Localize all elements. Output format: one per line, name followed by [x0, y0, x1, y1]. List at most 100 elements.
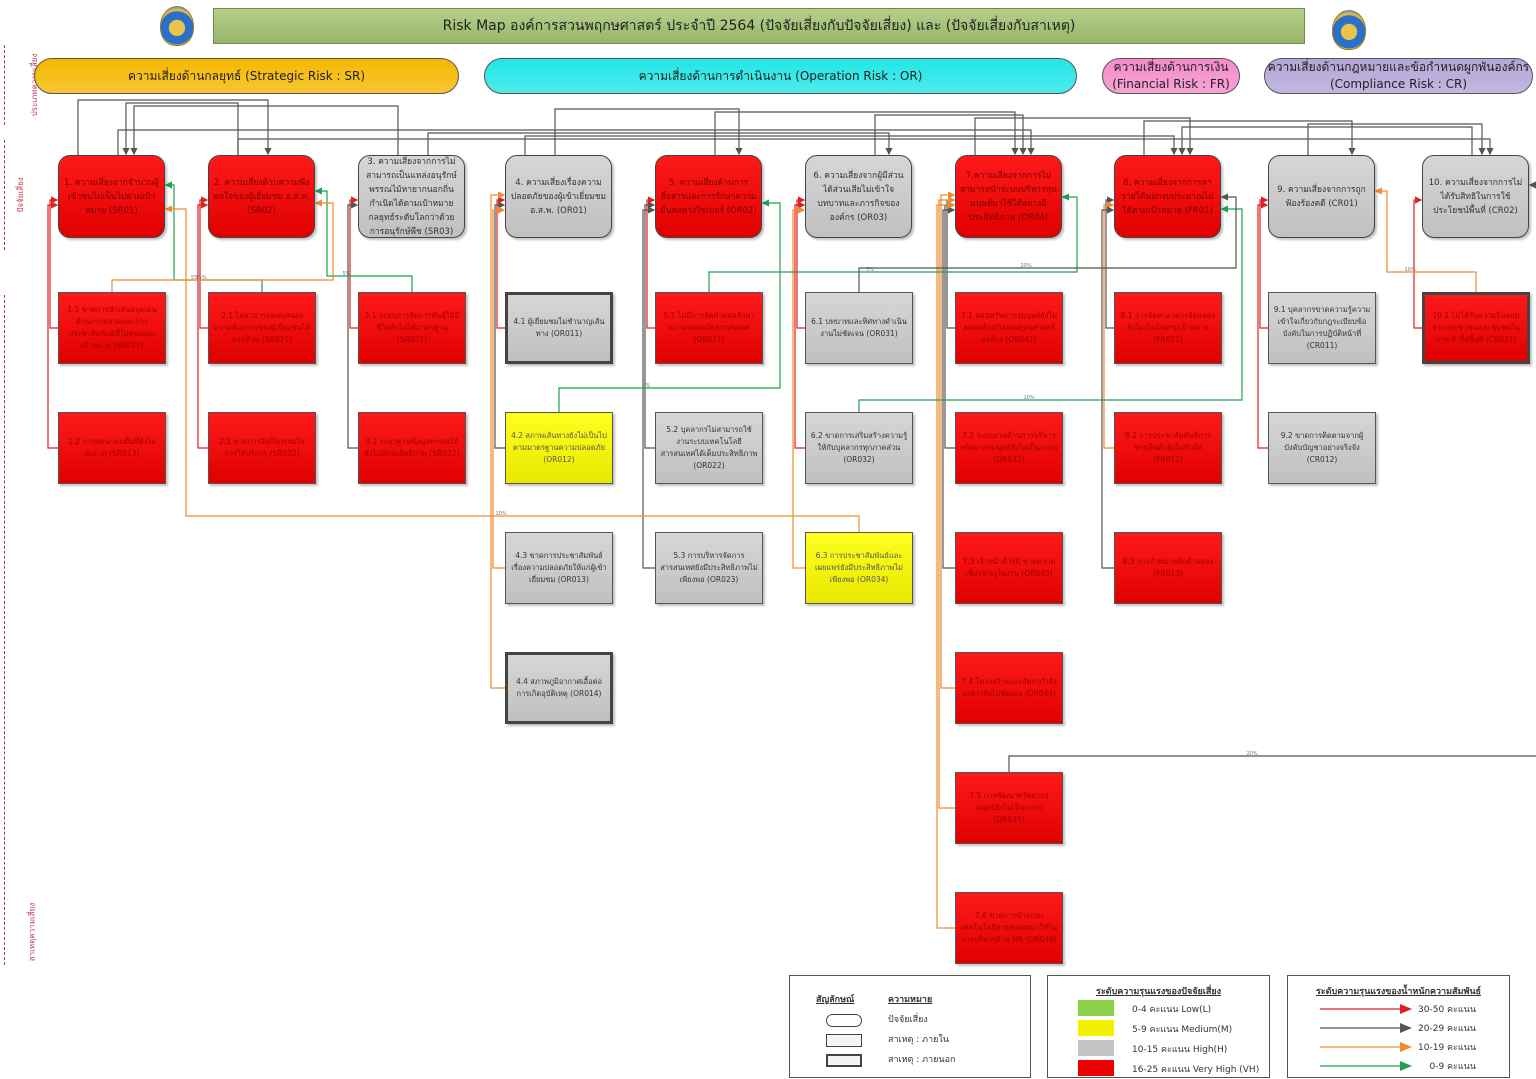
organization-logo-left [160, 6, 194, 46]
risk-cause-or013[interactable]: 4.3 ขาดการประชาสัมพันธ์เรื่องความปลอดภัย… [505, 532, 613, 604]
legend-weight-title: ระดับความรุนแรงของน้ำหนักความสัมพันธ์ [1315, 987, 1482, 997]
cause-link-cr012 [1257, 201, 1269, 449]
factor-link [874, 114, 1027, 156]
risk-cause-sr021[interactable]: 2.1 ไม่สามารถตอบสนองความต้องการของผู้เยี… [208, 292, 316, 364]
risk-cause-cr021[interactable]: 10.1 ไม่ได้รับความยินยอมจากประชาชนและชุม… [1422, 292, 1530, 364]
risk-cause-or011[interactable]: 4.1 ผู้เยี่ยมชมไม่ชำนาญเส้นทาง (OR011) [505, 292, 613, 364]
risk-cause-sr022[interactable]: 2.2 ขาดการจัดกิจกรรมในการให้บริการ (SR02… [208, 412, 316, 484]
risk-cause-or043[interactable]: 7.3 เจ้าหน้าที่ HR ขาดความเชี่ยวชาญในงาน… [955, 532, 1063, 604]
legend-symbols: สัญลักษณ์ ความหมาย ปัจจัยเสี่ยง สาเหตุ :… [789, 975, 1031, 1078]
risk-factor-fr01[interactable]: 8. ความเสี่ยงจากการหารายได้นอกงบประมาณไม… [1114, 155, 1221, 238]
cause-link-or012 [494, 201, 506, 449]
cause-link-or013 [492, 206, 506, 569]
severity-label: 16-25 คะแนน Very High (VH) [1132, 1065, 1260, 1075]
cross-link-sr011 [111, 199, 334, 292]
link-weight-label: 20% [1247, 751, 1258, 757]
category-label: ความเสี่ยงด้านการเงิน [1113, 60, 1229, 74]
cause-link-sr011 [49, 196, 59, 329]
risk-cause-or012[interactable]: 4.2 สภาพเส้นทางยังไม่เป็นไปตามมาตรฐานควา… [505, 412, 613, 484]
cause-link-fr013 [1101, 206, 1115, 569]
link-weight-label: 5% [191, 275, 199, 281]
link-weight-label: 5% [643, 383, 651, 389]
cause-link-or041 [946, 196, 956, 329]
legend-weight: ระดับความรุนแรงของน้ำหนักความสัมพันธ์ 30… [1287, 975, 1510, 1078]
category-label: ความเสี่ยงด้านการดำเนินงาน (Operation Ri… [638, 68, 923, 83]
factor-link [77, 99, 272, 156]
risk-cause-or044[interactable]: 7.4 โครงสร้างและอัตรากำลังองค์กรยังไม่ชั… [955, 652, 1063, 724]
cause-link-or034 [792, 206, 806, 569]
risk-factor-cr01[interactable]: 9. ความเสี่ยงจากการถูกฟ้องร้องคดี (CR01) [1268, 155, 1375, 238]
cause-link-or011 [496, 196, 506, 329]
side-label-risk-type: ประเภทความเสี่ยง [4, 45, 41, 125]
factor-link [1178, 126, 1473, 156]
cause-link-or014 [490, 191, 506, 689]
cause-link-or046 [936, 201, 956, 929]
risk-cause-or034[interactable]: 6.3 การประชาสัมพันธ์และเผยแพร่ยังมีประสิ… [805, 532, 913, 604]
risk-factor-or03[interactable]: 6. ความเสี่ยงจากผู้มีส่วนได้ส่วนเสียไม่เ… [805, 155, 912, 238]
risk-cause-sr032[interactable]: 3.2 ระบบฐานข้อมูลพรรณไม้ยังไม่มีประสิทธิ… [358, 412, 466, 484]
link-weight-label: 10% [1024, 395, 1035, 401]
cause-link-cr021 [1413, 196, 1423, 329]
risk-cause-cr012[interactable]: 9.2 ขาดการติดตามจากผู้บังคับบัญชาอย่างจร… [1268, 412, 1376, 484]
side-label-text: สาเหตุความเสี่ยง [25, 902, 39, 961]
cause-link-fr011 [1105, 196, 1115, 329]
risk-factor-sr02[interactable]: 2. ความเสี่ยงด้านความพึงพอใจของผู้เยี่ยม… [208, 155, 315, 238]
risk-cause-or041[interactable]: 7.1 แผนทรัพยากรมนุษย์ยังไม่สอดคล้องกับแผ… [955, 292, 1063, 364]
side-label-risk-cause: สาเหตุความเสี่ยง [4, 295, 39, 965]
cause-link-cr011 [1259, 196, 1269, 329]
cross-link-or031 [858, 193, 1237, 292]
risk-cause-fr012[interactable]: 8.2 การประชาสัมพันธ์การขายสินค้ายังไม่ทั… [1114, 412, 1222, 484]
cross-link-or032 [858, 205, 1243, 412]
risk-factor-sr03[interactable]: 3. ความเสี่ยงจากการไม่สามารถเป็นแหล่งอนุ… [358, 155, 465, 238]
risk-cause-or022[interactable]: 5.2 บุคลากรไม่สามารถใช้งานระบบเทคโนโลยีส… [655, 412, 763, 484]
risk-cause-sr031[interactable]: 3.1 ระบบการจัดการพันธุ์ไม้มีชีวิตยังไม่ไ… [358, 292, 466, 364]
risk-cause-or032[interactable]: 6.2 ขาดการเสริมสร้างความรู้ให้กับบุคลากร… [805, 412, 913, 484]
cross-link-or012 [558, 199, 781, 412]
risk-cause-cr011[interactable]: 9.1 บุคลากรขาดความรู้ความเข้าใจเกี่ยวกับ… [1268, 292, 1376, 364]
link-weight-label: 20% [1021, 263, 1032, 269]
risk-factor-sr01[interactable]: 1. ความเสี่ยงจากจำนวนผู้เข้าชมไม่เป็นไปต… [58, 155, 165, 238]
legend-meaning-header: ความหมาย [888, 995, 933, 1005]
risk-cause-sr011[interactable]: 1.1 ขาดการนำเสนอจุดเด่นด้านการตลาดและการ… [58, 292, 166, 364]
weight-label: 30-50 คะแนน [1418, 1005, 1476, 1015]
risk-cause-or042[interactable]: 7.2 ระบบงานด้านการบริหารทรัพยากรมนุษย์ยั… [955, 412, 1063, 484]
weight-label: 20-29 คะแนน [1418, 1024, 1476, 1034]
factor-link [524, 135, 1178, 156]
risk-cause-or014[interactable]: 4.4 สภาพภูมิอากาศเอื้อต่อการเกิดอุบัติเห… [505, 652, 613, 724]
weight-arrow-icon [1320, 1061, 1412, 1071]
factor-link [427, 132, 893, 156]
severity-swatch [1078, 1060, 1114, 1076]
cross-link-or034 [164, 205, 860, 532]
risk-cause-or023[interactable]: 5.3 การบริหารจัดการสารสนเทศยังมีประสิทธิ… [655, 532, 763, 604]
risk-factor-symbol [826, 1014, 862, 1027]
risk-factor-or02[interactable]: 5. ความเสี่ยงด้านการสื่อสารและการรักษาคว… [655, 155, 762, 238]
cross-link-or045 [1008, 181, 1536, 772]
risk-cause-sr013[interactable]: 1.2 การคมนาคมพื้นที่ยังไม่สะดวก (SR013) [58, 412, 166, 484]
risk-cause-or031[interactable]: 6.1 บทบาทและทิศทางดำเนินงานไม่ชัดเจน (OR… [805, 292, 913, 364]
cause-link-sr031 [349, 196, 359, 329]
risk-factor-cr02[interactable]: 10. ความเสี่ยงจากการไม่ได้รับสิทธิในการใ… [1422, 155, 1529, 238]
weight-label: 0-9 คะแนน [1429, 1062, 1476, 1072]
risk-cause-or021[interactable]: 5.1 ไม่มีการจัดทำแผนรักษาความปลอดภัยสารส… [655, 292, 763, 364]
severity-swatch [1078, 1040, 1114, 1056]
cause-link-or043 [942, 206, 956, 569]
category-sublabel: (Financial Risk : FR) [1112, 77, 1230, 91]
risk-factor-or04[interactable]: 7.ความเสี่ยงจากการไม่สามารถนำระบบบริหารท… [955, 155, 1062, 238]
legend-symbol-label: สาเหตุ : ภายนอก [888, 1055, 956, 1065]
category-sr: ความเสี่ยงด้านกลยุทธ์ (Strategic Risk : … [34, 58, 459, 94]
risk-factor-or01[interactable]: 4. ความเสี่ยงเรื่องความปลอดภัยของผู้เข้า… [505, 155, 612, 238]
category-label: ความเสี่ยงด้านกลยุทธ์ (Strategic Risk : … [127, 68, 366, 83]
cause-link-sr032 [347, 201, 359, 449]
cross-link-or021 [708, 193, 1078, 292]
risk-cause-fr013[interactable]: 8.3 การจำหน่ายสินค้าลดลง (FR013) [1114, 532, 1222, 604]
legend-severity: ระดับความรุนแรงของปัจจัยเสี่ยง 0-4 คะแนน… [1047, 975, 1270, 1078]
side-label-text: ปัจจัยเสี่ยง [14, 177, 28, 213]
category-label: ความเสี่ยงด้านกฎหมายและข้อกำหนดผูกพันองค… [1267, 60, 1530, 74]
cause-link-sr021 [199, 196, 209, 329]
severity-label: 10-15 คะแนน High(H) [1132, 1045, 1228, 1055]
risk-cause-or046[interactable]: 7.6 ขาดการนำระบบเทคโนโลยีสารสนเทศมาใช้ใน… [955, 892, 1063, 964]
cross-link-cr021 [1374, 187, 1477, 292]
legend-symbol-label: ปัจจัยเสี่ยง [888, 1015, 928, 1025]
risk-cause-or045[interactable]: 7.5 การพัฒนาทรัพยากรมนุษย์ยังไม่เป็นระบบ… [955, 772, 1063, 844]
risk-cause-fr011[interactable]: 8.1 การจัดหาอาคารจัดแสดงยังไม่เป็นไปตามเ… [1114, 292, 1222, 364]
